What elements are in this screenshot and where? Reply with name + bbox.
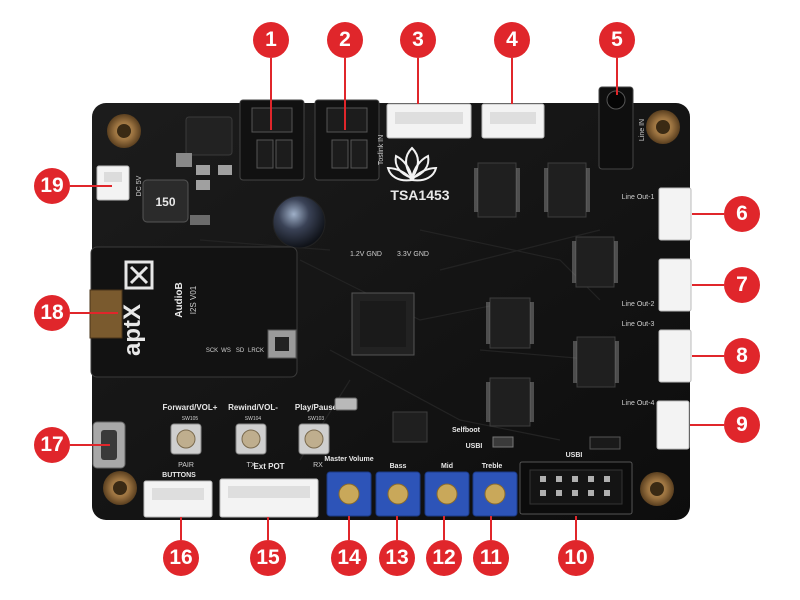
callout-10: 10 [558, 540, 594, 576]
usbi-small-label: USBI [466, 443, 483, 450]
selfboot-label: Selfboot [452, 427, 481, 434]
callout-18: 18 [34, 295, 70, 331]
line-out-1-label: Line Out-1 [622, 194, 655, 201]
button-1-function: Forward/VOL+ [163, 403, 218, 412]
callout-16: 16 [163, 540, 199, 576]
callout-12: 12 [426, 540, 462, 576]
module-brand: aptX [119, 304, 146, 356]
callout-leader-lines [70, 58, 724, 540]
bluetooth-module [89, 246, 298, 378]
callout-9: 9 [724, 407, 760, 443]
trim-potentiometers [326, 471, 518, 517]
callout-5: 5 [599, 22, 635, 58]
module-pin-sck: SCK [206, 348, 218, 354]
power-regulator [185, 116, 233, 156]
callout-3: 3 [400, 22, 436, 58]
gnd-label-1: 1.2V GND [350, 251, 382, 258]
line-out-3-label: Line Out-3 [622, 321, 655, 328]
chip-logo-text: TSA1453 [390, 187, 449, 203]
callout-8: 8 [724, 338, 760, 374]
button-2-cap: TX [247, 462, 256, 469]
callout-17: 17 [34, 427, 70, 463]
line-out-4-label: Line Out-4 [622, 400, 655, 407]
button-3-code: SW103 [308, 416, 325, 422]
pot-treble-label: Treble [482, 463, 503, 470]
usbi-label: USBI [566, 452, 583, 459]
button-3-cap: RX [313, 462, 323, 469]
callout-19: 19 [34, 168, 70, 204]
module-pin-lrck: LRCK [248, 348, 264, 354]
button-2-code: SW104 [245, 416, 262, 422]
toslink-jack-1 [239, 99, 305, 181]
lotus-logo [386, 146, 438, 182]
module-pin-sd: SD [236, 348, 245, 354]
toslink-jack-2 [314, 99, 380, 181]
gnd-label-2: 3.3V GND [397, 251, 429, 258]
buttons-header-label: BUTTONS [162, 472, 196, 479]
pot-bass-label: Bass [390, 463, 407, 470]
callout-7: 7 [724, 267, 760, 303]
module-pin-ws: WS [221, 348, 231, 354]
line-in-label: Line IN [639, 119, 646, 141]
pot-mid-label: Mid [441, 463, 453, 470]
callout-1: 1 [253, 22, 289, 58]
ext-pot-label: Ext POT [253, 462, 284, 471]
chip-pins [474, 168, 619, 422]
button-1-cap: PAIR [178, 462, 194, 469]
pot-master-volume-label: Master Volume [324, 456, 373, 463]
line-out-connectors [656, 187, 692, 450]
callout-15: 15 [250, 540, 286, 576]
inductor-value: 150 [155, 195, 175, 209]
callout-4: 4 [494, 22, 530, 58]
line-out-2-label: Line Out-2 [622, 301, 655, 308]
callout-2: 2 [327, 22, 363, 58]
inductor [142, 179, 189, 223]
callout-11: 11 [473, 540, 509, 576]
tactile-buttons [170, 423, 330, 455]
button-3-function: Play/Pause [295, 403, 338, 412]
dc-input-connector [96, 165, 130, 201]
button-1-code: SW105 [182, 416, 199, 422]
toslink-label: Toslink IN [378, 135, 385, 165]
callout-13: 13 [379, 540, 415, 576]
button-2-function: Rewind/VOL- [228, 403, 278, 412]
electrolytic-capacitor [272, 195, 326, 249]
module-name: AudioB [174, 282, 185, 318]
callout-14: 14 [331, 540, 367, 576]
mounting-holes [103, 110, 680, 506]
dc-label: DC 5V [136, 175, 143, 196]
module-subtitle: I2S V01 [189, 285, 198, 314]
callout-6: 6 [724, 196, 760, 232]
